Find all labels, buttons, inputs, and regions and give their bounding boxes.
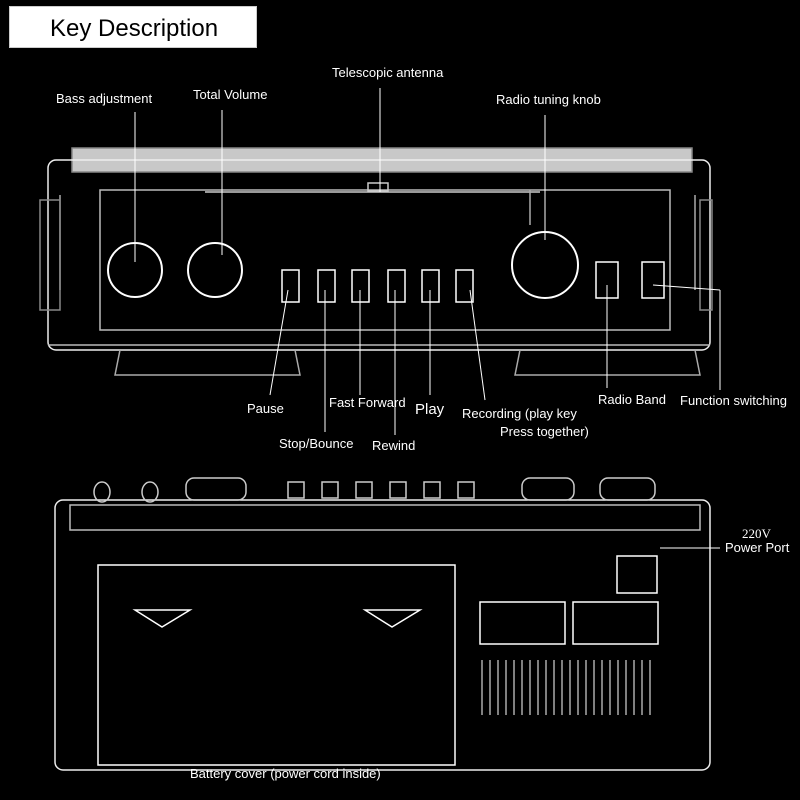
label-function-switching: Function switching [680,393,787,408]
power-port [616,555,658,594]
label-telescopic-antenna: Telescopic antenna [332,65,444,80]
label-pause: Pause [247,401,284,416]
speaker-grille [481,660,651,715]
label-220v: 220V [742,526,771,541]
back-body [54,499,711,771]
label-stop-bounce: Stop/Bounce [279,436,354,451]
label-recording-line2: Press together) [500,424,589,439]
front-panel [99,189,671,331]
arrow-right [362,609,423,628]
title-box: Key Description [9,6,257,48]
label-rewind: Rewind [372,438,416,453]
label-bass-adjustment: Bass adjustment [56,91,153,106]
front-body [47,159,711,351]
label-power-port: Power Port [725,540,790,555]
volume-knob [187,242,243,298]
label-play: Play [415,401,445,418]
arrow-left [132,609,193,628]
label-radio-tuning-knob: Radio tuning knob [496,92,601,107]
function-switch [641,261,665,299]
label-radio-band: Radio Band [598,392,666,407]
label-total-volume: Total Volume [193,87,268,102]
page-title: Key Description [50,15,219,42]
battery-cover [97,564,456,766]
label-fast-forward: Fast Forward [329,395,406,410]
label-recording-line1: Recording (play key [462,406,577,421]
label-battery-cover: Battery cover (power cord inside) [190,766,381,781]
transport-keys [281,269,474,303]
